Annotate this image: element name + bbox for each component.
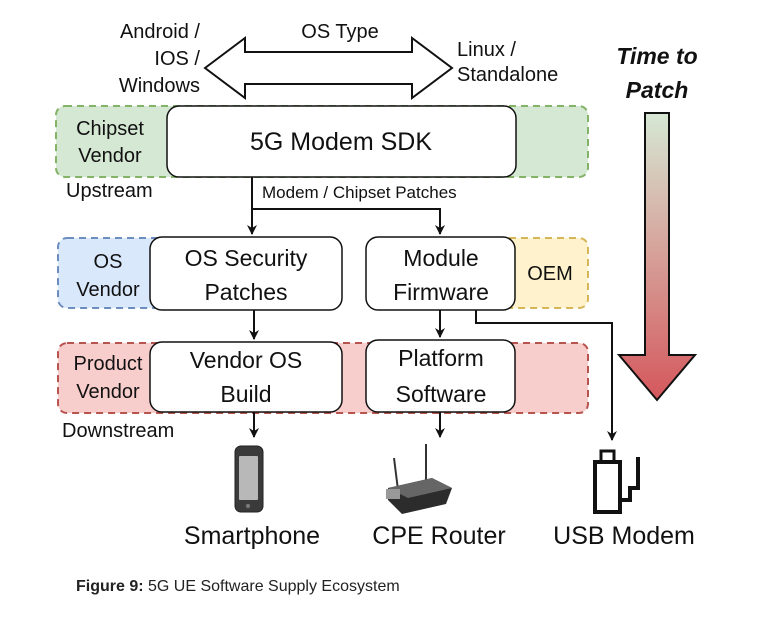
caption-prefix: Figure 9:	[76, 578, 144, 595]
platform-software-box: Platform Software	[365, 339, 516, 413]
os-type-arrow: OS Type Android / IOS / Windows Linux / …	[119, 21, 558, 100]
double-arrow-icon	[203, 36, 454, 100]
os-type-right-line-1: Linux /	[457, 39, 516, 61]
oem-tier	[499, 237, 589, 309]
product-vendor-label-1: Product	[74, 353, 143, 375]
patches-edge-label: Modem / Chipset Patches	[262, 183, 457, 202]
edge-module-fw-to-usb	[475, 310, 617, 441]
sdk-box: 5G Modem SDK	[166, 105, 517, 178]
os-vendor-label-2: Vendor	[76, 279, 140, 301]
chipset-vendor-label-1: Chipset	[76, 118, 144, 140]
vendor-os-build-box: Vendor OS Build	[149, 341, 343, 413]
caption-text: 5G UE Software Supply Ecosystem	[143, 578, 400, 595]
module-firmware-label-2: Firmware	[393, 279, 489, 305]
platform-sw-label-2: Software	[396, 381, 487, 407]
device-label-smartphone: Smartphone	[184, 522, 320, 550]
product-vendor-label-2: Vendor	[76, 381, 140, 403]
os-security-patches-box: OS Security Patches	[149, 236, 343, 311]
oem-label: OEM	[527, 263, 573, 285]
edge-sdk-to-module-fw	[252, 208, 445, 235]
time-to-patch-line-2: Patch	[626, 77, 689, 103]
platform-sw-label-1: Platform	[398, 345, 484, 371]
chipset-vendor-label-2: Vendor	[78, 145, 142, 167]
usb-modem-icon	[593, 449, 640, 514]
smartphone-icon	[234, 445, 264, 513]
device-label-router: CPE Router	[372, 522, 505, 550]
os-type-title: OS Type	[301, 21, 378, 43]
time-to-patch-line-1: Time to	[616, 43, 697, 69]
vendor-os-label-1: Vendor OS	[190, 347, 303, 373]
os-vendor-label-1: OS	[94, 251, 123, 273]
time-to-patch: Time to Patch	[616, 43, 698, 402]
device-label-usb-modem: USB Modem	[553, 522, 695, 550]
connectors	[247, 177, 617, 441]
router-icon	[386, 444, 452, 514]
sdk-box-label: 5G Modem SDK	[250, 128, 432, 156]
os-type-left-line-1: Android /	[120, 21, 200, 43]
time-arrow-icon	[616, 112, 698, 402]
os-type-left-line-3: Windows	[119, 75, 200, 97]
os-type-left-line-2: IOS /	[154, 48, 200, 70]
os-vendor-tier	[57, 237, 179, 309]
upstream-label: Upstream	[66, 180, 153, 202]
os-patches-label-2: Patches	[204, 279, 287, 305]
os-patches-label-1: OS Security	[185, 245, 308, 271]
module-firmware-box: Module Firmware	[365, 236, 516, 311]
module-firmware-label-1: Module	[403, 245, 478, 271]
figure-caption: Figure 9: 5G UE Software Supply Ecosyste…	[76, 578, 400, 596]
vendor-os-label-2: Build	[220, 381, 271, 407]
os-type-right-line-2: Standalone	[457, 64, 558, 86]
downstream-label: Downstream	[62, 420, 174, 442]
